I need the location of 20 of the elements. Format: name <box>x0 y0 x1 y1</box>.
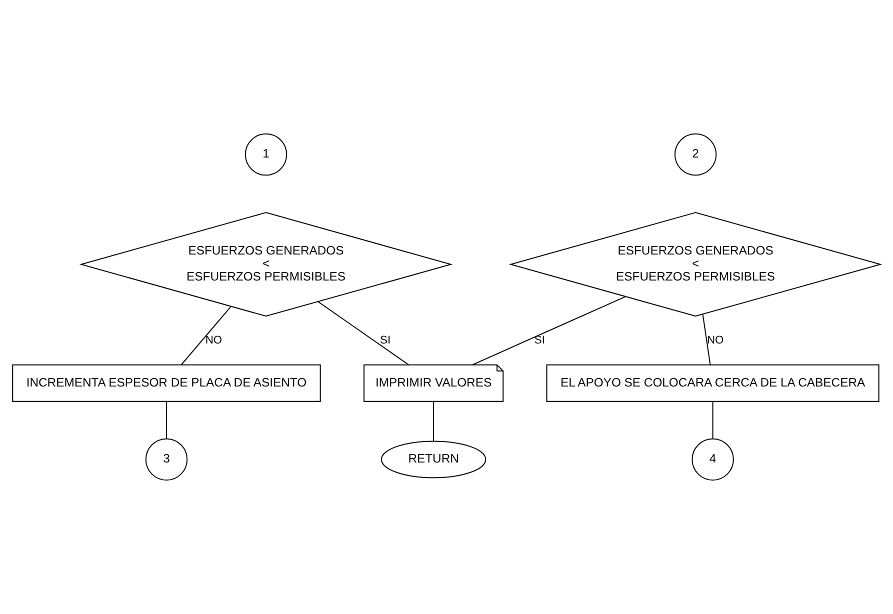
edge-label: NO <box>706 334 724 346</box>
node-box: INCREMENTA ESPESOR DE PLACA DE ASIENTO <box>12 364 321 402</box>
connector <box>472 296 626 366</box>
edge-label: NO <box>205 334 222 346</box>
node-circle: 2 <box>674 133 717 176</box>
edge-label: SI <box>380 334 391 346</box>
node-circle: 4 <box>692 438 734 481</box>
connector <box>433 402 434 441</box>
connector <box>166 402 167 439</box>
node-diamond: ESFUERZOS GENERADOS < ESFUERZOS PERMISIBLES <box>79 212 453 317</box>
node-ellipse: RETURN <box>380 440 486 478</box>
connector <box>712 402 714 439</box>
connector <box>318 301 409 366</box>
node-circle: 1 <box>244 133 288 176</box>
node-diamond: ESFUERZOS GENERADOS < ESFUERZOS PERMISIBLES <box>508 212 882 317</box>
node-box: EL APOYO SE COLOCARA CERCA DE LA CABECERA <box>546 364 880 402</box>
connector <box>702 314 711 365</box>
connector <box>180 306 232 366</box>
edge-label: SI <box>534 334 545 346</box>
node-circle: 3 <box>145 438 188 481</box>
